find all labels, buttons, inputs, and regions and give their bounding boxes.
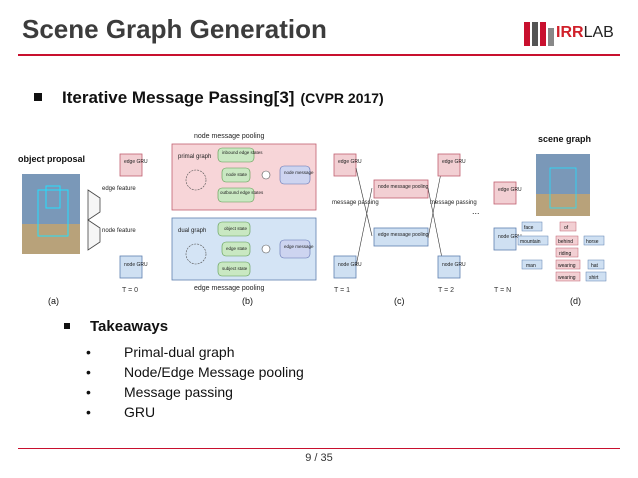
- time-tn: T = N: [494, 287, 511, 294]
- edge-gru-t2-label: edge GRU: [442, 159, 466, 165]
- node-gru-t0-label: node GRU: [124, 262, 148, 268]
- bullet-dot-icon: •: [86, 404, 91, 420]
- list-item: • GRU: [86, 402, 304, 422]
- slide-title: Scene Graph Generation: [22, 14, 327, 44]
- list-item: • Message passing: [86, 382, 304, 402]
- lab-logo-text: IRRLAB: [556, 24, 614, 42]
- edge-message-pooling-title: edge message pooling: [194, 285, 265, 292]
- sg-face: face: [524, 225, 534, 231]
- node-gru-t0: [119, 255, 143, 279]
- primal-graph-label: primal graph: [178, 154, 211, 160]
- takeaways-heading: Takeaways: [64, 318, 168, 335]
- page-number: 9 / 35: [0, 452, 638, 464]
- node-gru-t2-label: node GRU: [442, 262, 466, 268]
- heading-text: Iterative Message Passing[3]: [62, 88, 295, 107]
- time-t0: T = 0: [122, 287, 138, 294]
- sg-wearing-1: wearing: [558, 263, 576, 269]
- fig-label-b: (b): [242, 296, 253, 306]
- edge-feature-label: edge feature: [102, 186, 136, 192]
- node-message-pooling-title: node message pooling: [194, 133, 265, 140]
- square-bullet-icon: [64, 323, 70, 329]
- node-message-label: node message: [284, 170, 314, 175]
- bullet-dot-icon: •: [86, 364, 91, 380]
- list-item: • Node/Edge Message pooling: [86, 362, 304, 382]
- takeaway-text: Primal-dual graph: [124, 344, 235, 360]
- sg-horse: horse: [586, 239, 599, 245]
- sg-hat: hat: [591, 263, 599, 269]
- logo-rest: LAB: [583, 24, 614, 41]
- fig-label-c: (c): [394, 296, 405, 306]
- node-gru-tn-label: node GRU: [498, 234, 522, 240]
- edge-gru-tn-label: edge GRU: [498, 187, 522, 193]
- scene-graph-label: scene graph: [538, 134, 591, 144]
- page-current: 9: [305, 452, 312, 464]
- message-passing-label-2: message passing: [430, 200, 477, 206]
- fig-label-a: (a): [48, 296, 59, 306]
- edge-gru-t1-label: edge GRU: [338, 159, 362, 165]
- inbound-edge-states-label: inbound edge states: [222, 150, 263, 155]
- sg-mountain: mountain: [520, 239, 541, 245]
- bullet-dot-icon: •: [86, 384, 91, 400]
- takeaway-text: Message passing: [124, 384, 233, 400]
- sg-wearing-2: wearing: [558, 275, 576, 281]
- sg-man: man: [526, 263, 536, 269]
- sg-behind: behind: [558, 239, 573, 245]
- dual-graph-label: dual graph: [178, 228, 206, 234]
- node-gru-t1-label: node GRU: [338, 262, 362, 268]
- takeaways-list: • Primal-dual graph • Node/Edge Message po…: [86, 342, 304, 422]
- sg-shirt: shirt: [589, 275, 599, 281]
- time-t1: T = 1: [334, 287, 350, 294]
- sg-riding: riding: [559, 251, 571, 257]
- takeaway-text: Node/Edge Message pooling: [124, 364, 304, 380]
- node-message-pooling-box-label: node message pooling: [378, 184, 429, 190]
- edge-message-label: edge message: [284, 244, 314, 249]
- method-figure: object proposal (a) edge feature node fe…: [18, 133, 607, 306]
- lab-logo: [524, 22, 554, 46]
- main-bullet: Iterative Message Passing[3] (CVPR 2017): [34, 88, 384, 108]
- ellipsis: ...: [472, 206, 480, 216]
- page-total: / 35: [314, 452, 333, 464]
- subject-state-label: subject state: [222, 266, 248, 271]
- node-state-label: node state: [226, 172, 248, 177]
- sg-of: of: [564, 225, 569, 231]
- takeaway-text: GRU: [124, 404, 156, 420]
- object-proposal-label: object proposal: [18, 154, 85, 164]
- list-item: • Primal-dual graph: [86, 342, 304, 362]
- edge-message-pooling-box-label: edge message pooling: [378, 232, 429, 238]
- edge-gru-t0-label: edge GRU: [124, 159, 148, 165]
- object-state-label: object state: [224, 226, 248, 231]
- edge-state-label: edge state: [226, 246, 248, 251]
- fig-label-d: (d): [570, 296, 581, 306]
- node-feature-label: node feature: [102, 228, 136, 234]
- message-passing-label-1: message passing: [332, 200, 379, 206]
- square-bullet-icon: [34, 93, 42, 101]
- takeaways-title: Takeaways: [90, 318, 169, 335]
- time-t2: T = 2: [438, 287, 454, 294]
- title-divider: [18, 54, 620, 56]
- edge-gru-t0: [119, 153, 143, 177]
- bullet-dot-icon: •: [86, 344, 91, 360]
- outbound-edge-states-label: outbound edge states: [220, 190, 264, 195]
- logo-accent: IRR: [556, 24, 584, 41]
- heading-venue: (CVPR 2017): [300, 90, 384, 106]
- footer-divider: [18, 448, 620, 449]
